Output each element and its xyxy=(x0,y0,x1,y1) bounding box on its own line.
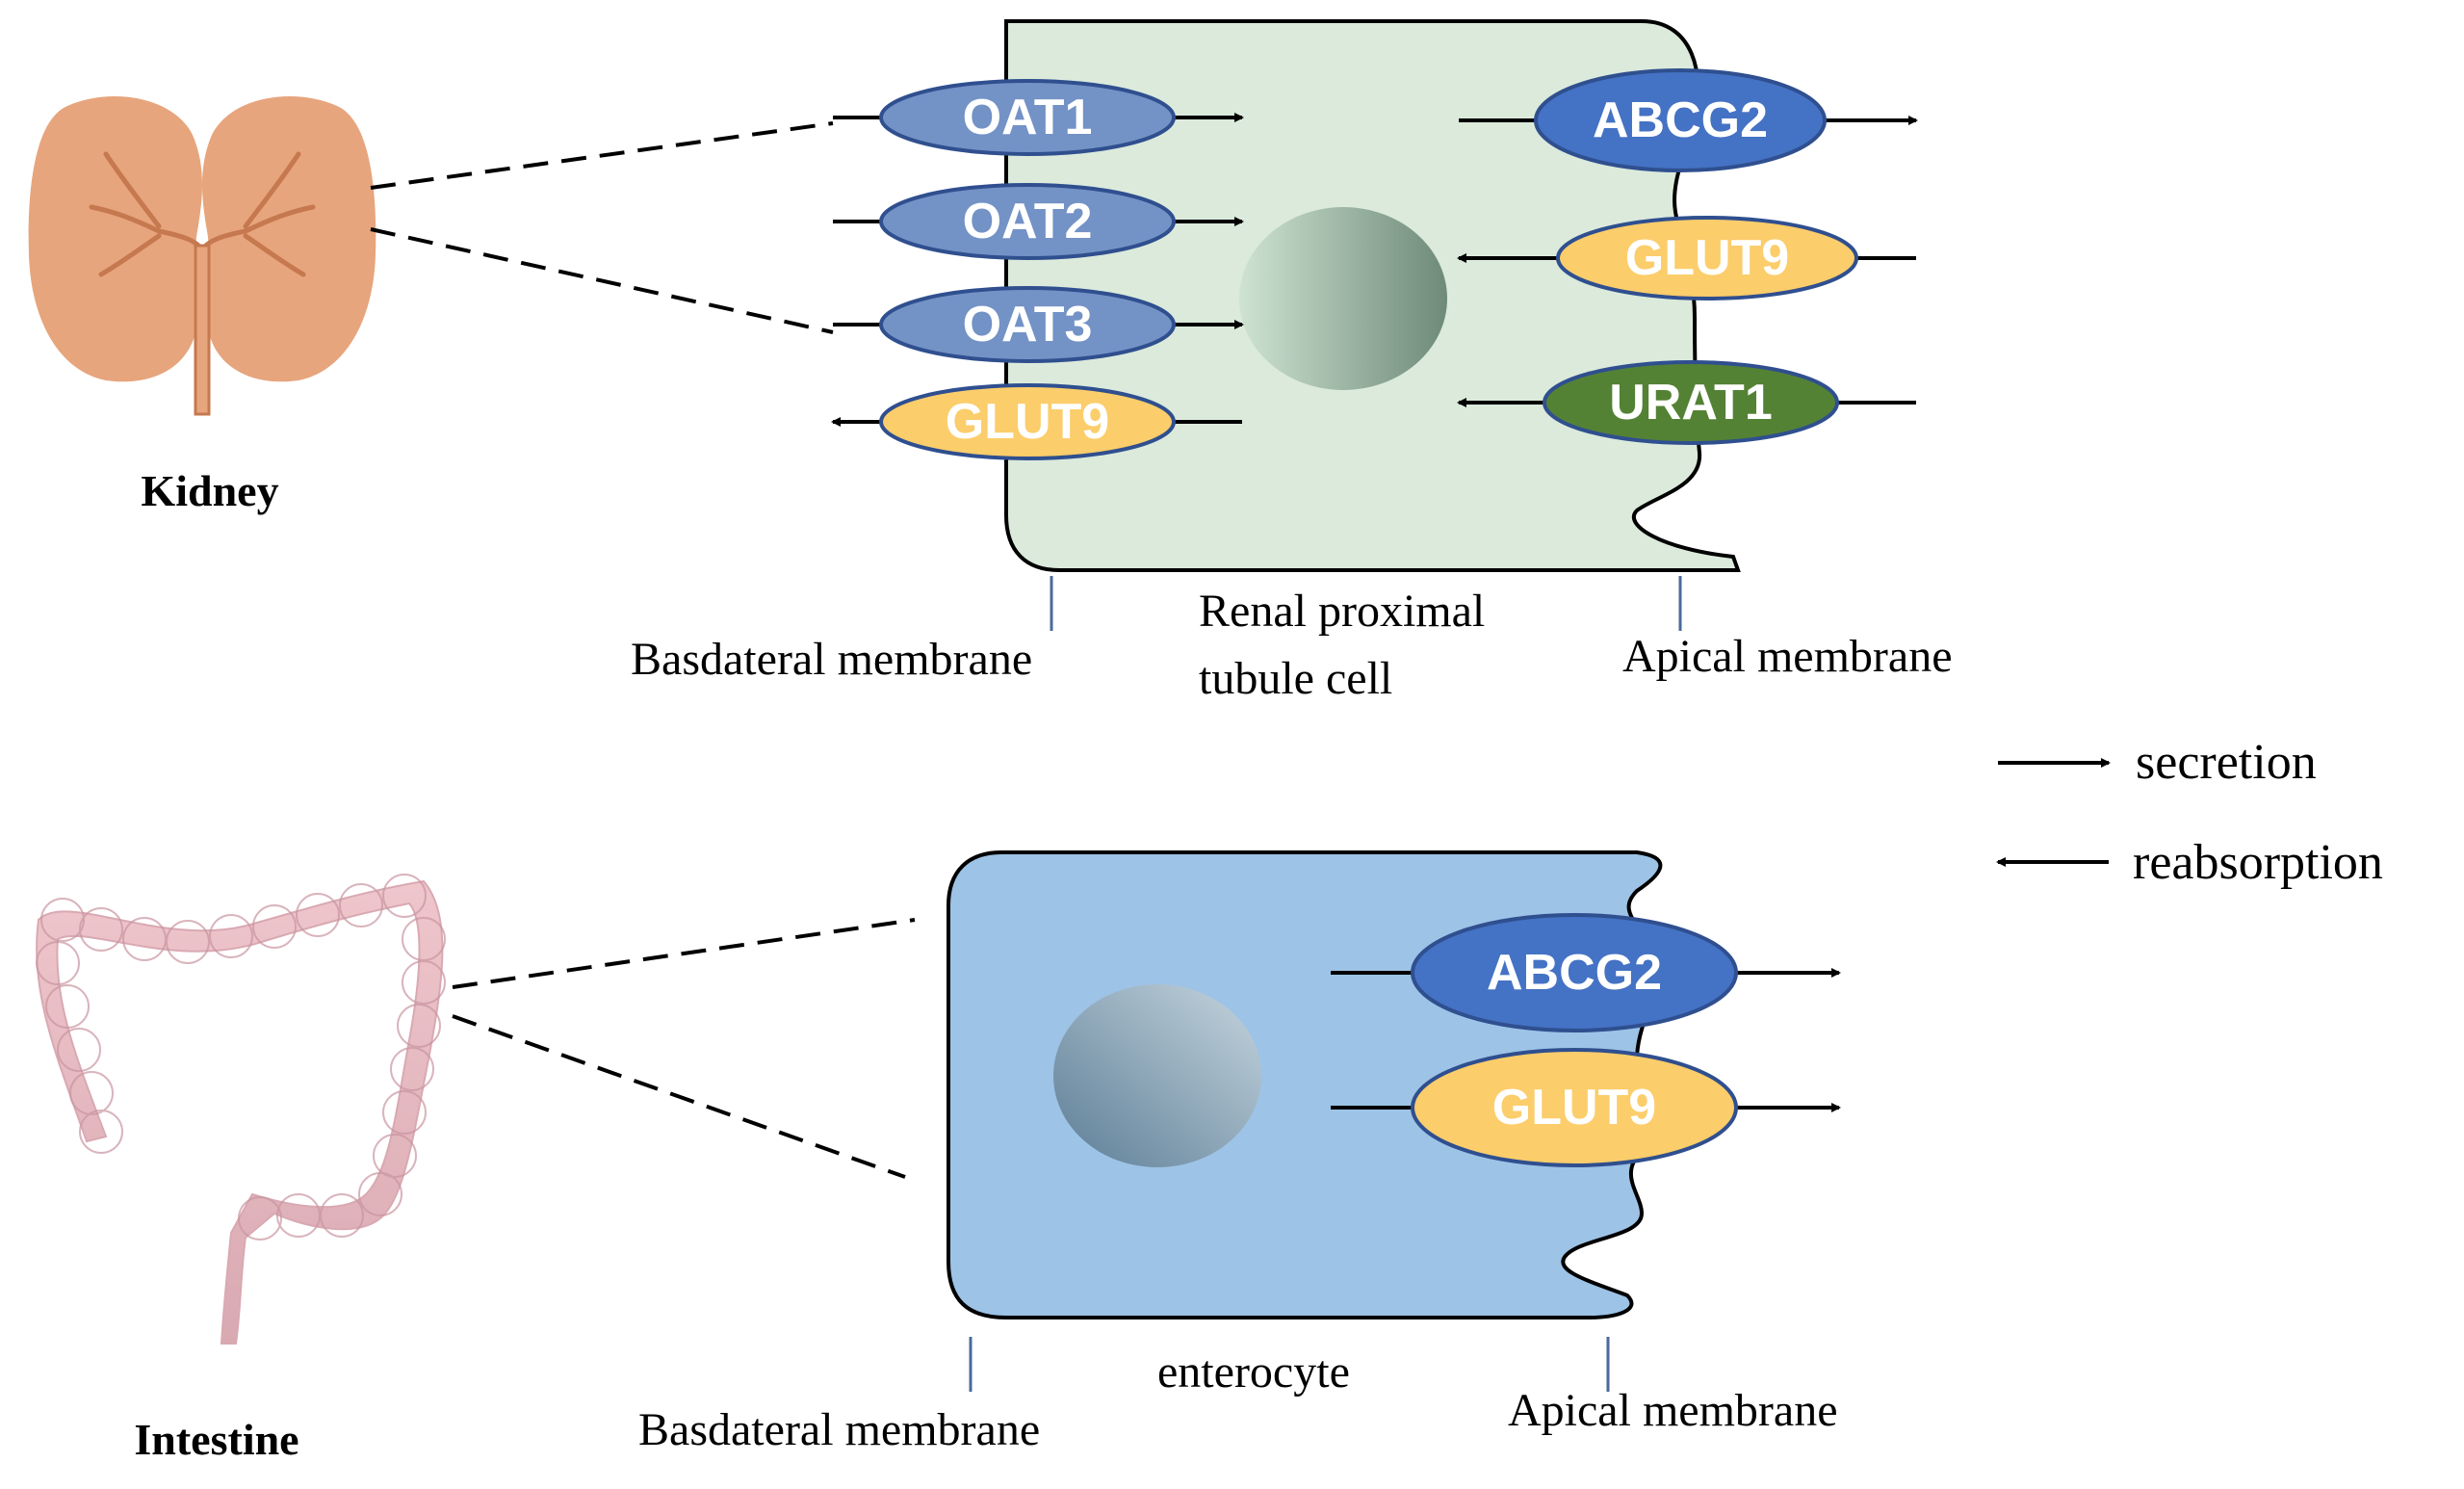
legend-reabsorption-label: reabsorption xyxy=(2133,835,2383,890)
transporter-urat1: URAT1 xyxy=(1457,360,1916,445)
transporter-label: GLUT9 xyxy=(1625,230,1789,286)
transporter-label: OAT2 xyxy=(963,194,1093,249)
transporter-shape xyxy=(879,183,1176,260)
transporter-shape xyxy=(1534,68,1827,172)
transporter-glut9: GLUT9 xyxy=(1331,1048,1841,1167)
transporter-abcg2: ABCG2 xyxy=(1459,68,1918,172)
kidney-cell-label-line1: Renal proximal xyxy=(1199,586,1485,637)
transporter-oat2: OAT2 xyxy=(833,183,1244,260)
kidney-organ-icon xyxy=(28,96,376,416)
kidney-cell-label-line2: tubule cell xyxy=(1199,653,1392,704)
transporter-label: URAT1 xyxy=(1609,375,1772,431)
intestine-zoom-line-lower xyxy=(452,1014,906,1179)
enterocyte-nucleus xyxy=(1053,984,1261,1167)
intestine-basolateral-label: Basdateral membrane xyxy=(638,1404,1040,1455)
intestine-organ-label: Intestine xyxy=(134,1415,298,1464)
enterocyte-label: enterocyte xyxy=(1157,1346,1350,1398)
transporter-shape xyxy=(1556,216,1858,300)
transporter-label: ABCG2 xyxy=(1593,92,1768,148)
transporter-oat1: OAT1 xyxy=(833,79,1244,156)
transporter-shape xyxy=(879,79,1176,156)
kidney-apical-label: Apical membrane xyxy=(1622,631,1953,682)
kidney-zoom-line-upper xyxy=(370,121,834,190)
transporter-label: ABCG2 xyxy=(1487,945,1662,1001)
transporter-shape xyxy=(1411,913,1738,1032)
kidney-basolateral-label: Basdateral membrane xyxy=(631,634,1032,685)
transporter-glut9: GLUT9 xyxy=(831,383,1242,460)
transporter-shape xyxy=(1543,360,1839,445)
transporter-label: GLUT9 xyxy=(946,394,1109,450)
transporter-shape xyxy=(1411,1048,1738,1167)
transporter-oat3: OAT3 xyxy=(833,286,1244,363)
kidney-zoom-line-lower xyxy=(370,227,834,334)
intestine-organ-icon xyxy=(36,874,446,1345)
transporter-shape xyxy=(879,383,1176,460)
transporter-abcg2: ABCG2 xyxy=(1331,913,1841,1032)
transporter-label: GLUT9 xyxy=(1492,1080,1656,1136)
transporter-label: OAT1 xyxy=(963,90,1093,145)
intestine-apical-label: Apical membrane xyxy=(1508,1385,1838,1436)
transporter-label: OAT3 xyxy=(963,297,1093,353)
transporter-shape xyxy=(879,286,1176,363)
intestine-zoom-line-upper xyxy=(452,918,916,989)
kidney-organ-label: Kidney xyxy=(141,466,278,515)
transporter-glut9: GLUT9 xyxy=(1457,216,1916,300)
legend: secretion reabsorption xyxy=(1996,735,2383,890)
legend-secretion-label: secretion xyxy=(2136,735,2317,790)
kidney-nucleus xyxy=(1239,207,1447,390)
